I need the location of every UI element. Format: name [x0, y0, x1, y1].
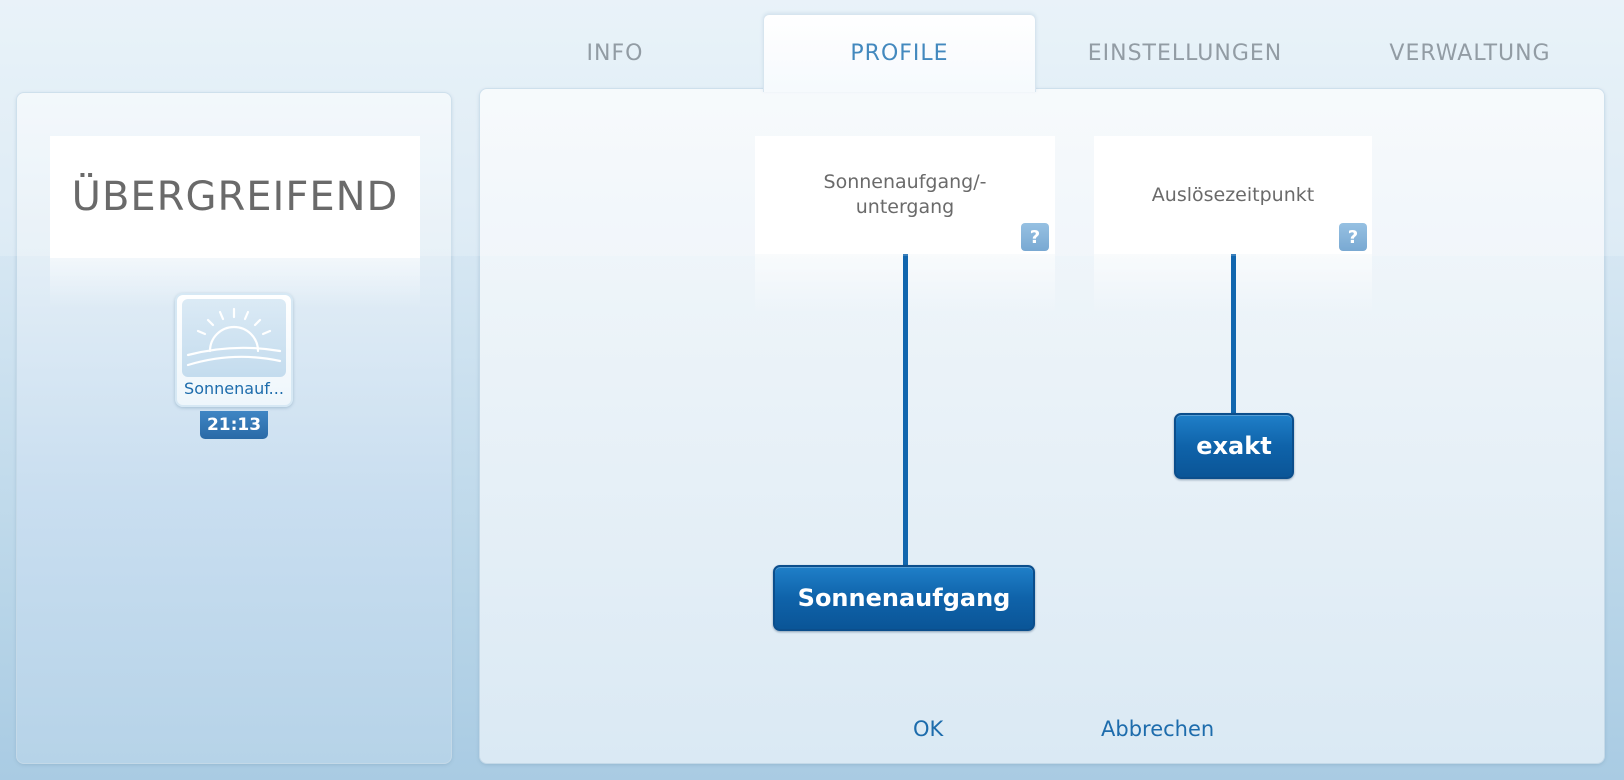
profile-tile-sunrise[interactable]: Sonnenauf...: [175, 293, 293, 407]
help-icon[interactable]: ?: [1339, 223, 1367, 251]
profile-tile-label: Sonnenauf...: [184, 379, 284, 398]
tab-bar: INFO PROFILE EINSTELLUNGEN VERWALTUNG: [0, 0, 1624, 92]
tab-info[interactable]: INFO: [586, 40, 644, 66]
tab-profile[interactable]: PROFILE: [763, 14, 1036, 92]
profile-group-panel: ÜBERGREIFEND Sonnenauf... 21:13: [16, 92, 452, 764]
help-icon[interactable]: ?: [1021, 223, 1049, 251]
group-title: ÜBERGREIFEND: [50, 136, 420, 258]
profile-time-badge: 21:13: [200, 411, 268, 439]
param-sunrise-sunset: Sonnenaufgang/-untergang: [755, 136, 1055, 254]
param-sunrise-sunset-title: Sonnenaufgang/-untergang: [823, 171, 987, 218]
tab-einstellungen[interactable]: EINSTELLUNGEN: [1087, 40, 1283, 66]
cancel-button[interactable]: Abbrechen: [1101, 717, 1215, 741]
tab-verwaltung[interactable]: VERWALTUNG: [1389, 40, 1551, 66]
sunrise-value-button[interactable]: Sonnenaufgang: [773, 565, 1035, 631]
param-connector: [903, 254, 908, 566]
exakt-value-button[interactable]: exakt: [1174, 413, 1294, 479]
profile-editor-panel: Sonnenaufgang/-untergang ? Sonnenaufgang…: [479, 88, 1605, 764]
ok-button[interactable]: OK: [913, 717, 944, 741]
param-connector: [1231, 254, 1236, 416]
sunrise-icon: [182, 299, 286, 377]
param-trigger-time-title: Auslösezeitpunkt: [1151, 183, 1315, 206]
param-trigger-time: Auslösezeitpunkt: [1094, 136, 1372, 254]
